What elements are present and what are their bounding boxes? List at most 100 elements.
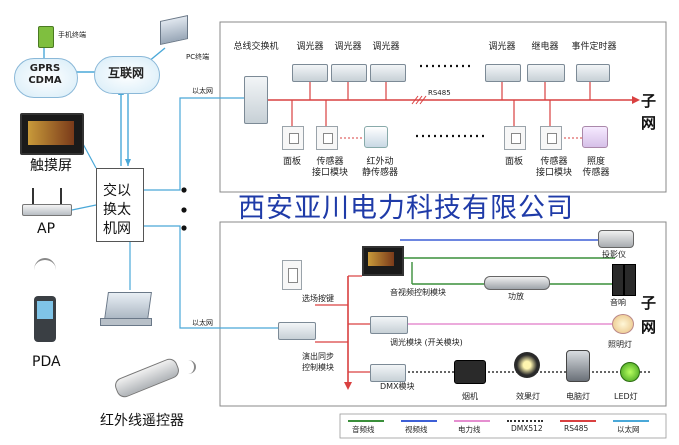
dimmer-module-device bbox=[370, 316, 408, 334]
dimmer-4-device bbox=[485, 64, 521, 82]
moving-light-label: 电脑灯 bbox=[566, 392, 590, 401]
effect-light-icon bbox=[514, 352, 540, 378]
ethernet-label-bottom: 以太网 bbox=[192, 319, 213, 327]
smoke-machine-icon bbox=[454, 360, 486, 384]
phone-icon bbox=[38, 26, 54, 48]
bottom-subnet-label-1: 子 bbox=[641, 294, 657, 312]
ir-sensor-device bbox=[364, 126, 388, 148]
panel-1-device bbox=[282, 126, 304, 150]
lux-sensor-label-2: 传感器 bbox=[582, 168, 610, 178]
timer-device bbox=[576, 64, 610, 82]
lux-sensor-label-1: 照度 bbox=[586, 157, 606, 167]
internet-label: 互联网 bbox=[107, 66, 145, 80]
company-watermark: 西安亚川电力科技有限公司 bbox=[238, 193, 574, 224]
panel-2-label: 面板 bbox=[504, 157, 524, 167]
dimmer-1-label: 调光器 bbox=[296, 42, 324, 52]
laptop-base-icon bbox=[100, 318, 152, 326]
ethernet-switch-box bbox=[96, 168, 144, 242]
amplifier-icon bbox=[484, 276, 550, 290]
legend-frame bbox=[339, 413, 667, 439]
sensor-if-2-label-1: 传感器 bbox=[540, 157, 568, 167]
dimmer-2-label: 调光器 bbox=[334, 42, 362, 52]
remote-label: 红外线遥控器 bbox=[100, 413, 184, 429]
av-module-device bbox=[362, 246, 404, 276]
cdma-label: CDMA bbox=[28, 75, 62, 86]
lighting-label: 照明灯 bbox=[608, 340, 632, 349]
bottom-subnet-label-2: 网 bbox=[641, 318, 657, 336]
projector-label: 投影仪 bbox=[602, 250, 626, 259]
phone-label: 手机终端 bbox=[58, 31, 86, 39]
legend-line-3 bbox=[507, 420, 543, 422]
panel-1-label: 面板 bbox=[282, 157, 302, 167]
bus-switch-device bbox=[244, 76, 268, 124]
speaker-icon bbox=[612, 264, 624, 296]
gprs-label: GPRS bbox=[29, 63, 61, 74]
led-light-label: LED灯 bbox=[614, 392, 638, 401]
legend-line-4 bbox=[560, 420, 596, 422]
sync-label-1: 演出同步 bbox=[302, 352, 334, 361]
gprs-cloud bbox=[14, 58, 78, 98]
lighting-icon bbox=[612, 314, 634, 334]
dimmer-1-device bbox=[292, 64, 328, 82]
ir-waves-icon bbox=[180, 360, 196, 374]
scene-key-device bbox=[282, 260, 302, 290]
legend-label-4: RS485 bbox=[564, 424, 589, 433]
sync-module-device bbox=[278, 322, 316, 340]
wifi-waves-icon bbox=[34, 258, 56, 282]
sensor-if-1-label-1: 传感器 bbox=[316, 157, 344, 167]
legend-label-1: 视频线 bbox=[405, 425, 428, 434]
dmx-module-device bbox=[370, 364, 406, 382]
ap-label: AP bbox=[37, 221, 56, 237]
bus-switch-label: 总线交换机 bbox=[233, 42, 279, 52]
smoke-label: 烟机 bbox=[462, 392, 478, 401]
dmx-module-label: DMX模块 bbox=[380, 382, 415, 391]
lux-sensor-device bbox=[582, 126, 608, 148]
legend-line-1 bbox=[401, 420, 437, 422]
top-subnet-frame bbox=[219, 21, 667, 193]
speaker-icon bbox=[624, 264, 636, 296]
speaker-label: 音响 bbox=[610, 298, 626, 307]
projector-icon bbox=[598, 230, 634, 248]
led-light-icon bbox=[620, 362, 640, 382]
pda-label: PDA bbox=[32, 354, 61, 370]
ap-icon bbox=[22, 204, 72, 216]
av-module-label: 音视频控制模块 bbox=[390, 288, 446, 297]
ap-antenna-icon bbox=[60, 188, 62, 204]
legend-line-0 bbox=[348, 420, 384, 422]
legend-line-2 bbox=[454, 420, 490, 422]
ethernet-label-top: 以太网 bbox=[192, 87, 213, 95]
internet-cloud bbox=[94, 56, 160, 94]
legend-label-5: 以太网 bbox=[617, 425, 640, 434]
legend-line-5 bbox=[613, 420, 649, 422]
ir-sensor-label-1: 红外动 bbox=[366, 157, 394, 167]
dimmer-module-label: 调光模块 (开关模块) bbox=[390, 338, 463, 347]
moving-light-icon bbox=[566, 350, 590, 382]
effect-light-label: 效果灯 bbox=[516, 392, 540, 401]
switch-label-3: 机网 bbox=[103, 221, 131, 237]
top-subnet-label-1: 子 bbox=[641, 92, 657, 110]
dimmer-4-label: 调光器 bbox=[488, 42, 516, 52]
scene-key-label: 选场按键 bbox=[302, 294, 334, 303]
rs485-label: RS485 bbox=[428, 89, 451, 97]
relay-device bbox=[527, 64, 565, 82]
ir-sensor-label-2: 静传感器 bbox=[361, 168, 399, 178]
touchscreen-label: 触摸屏 bbox=[30, 158, 72, 174]
dimmer-3-device bbox=[370, 64, 406, 82]
ap-antenna-icon bbox=[32, 188, 34, 204]
top-subnet-label-2: 网 bbox=[641, 114, 657, 132]
bottom-subnet-frame bbox=[219, 221, 667, 407]
touchscreen-icon bbox=[20, 113, 84, 155]
timer-label: 事件定时器 bbox=[571, 42, 617, 52]
legend-label-3: DMX512 bbox=[511, 424, 543, 433]
sensor-if-1-label-2: 接口模块 bbox=[311, 168, 349, 178]
sensor-if-2-device bbox=[540, 126, 562, 150]
dimmer-3-label: 调光器 bbox=[372, 42, 400, 52]
pda-icon bbox=[34, 296, 56, 342]
dimmer-2-device bbox=[331, 64, 367, 82]
sync-label-2: 控制模块 bbox=[302, 363, 334, 372]
pc-label: PC终端 bbox=[186, 53, 210, 61]
panel-2-device bbox=[504, 126, 526, 150]
legend-label-0: 音频线 bbox=[352, 425, 375, 434]
laptop-icon bbox=[104, 292, 152, 320]
